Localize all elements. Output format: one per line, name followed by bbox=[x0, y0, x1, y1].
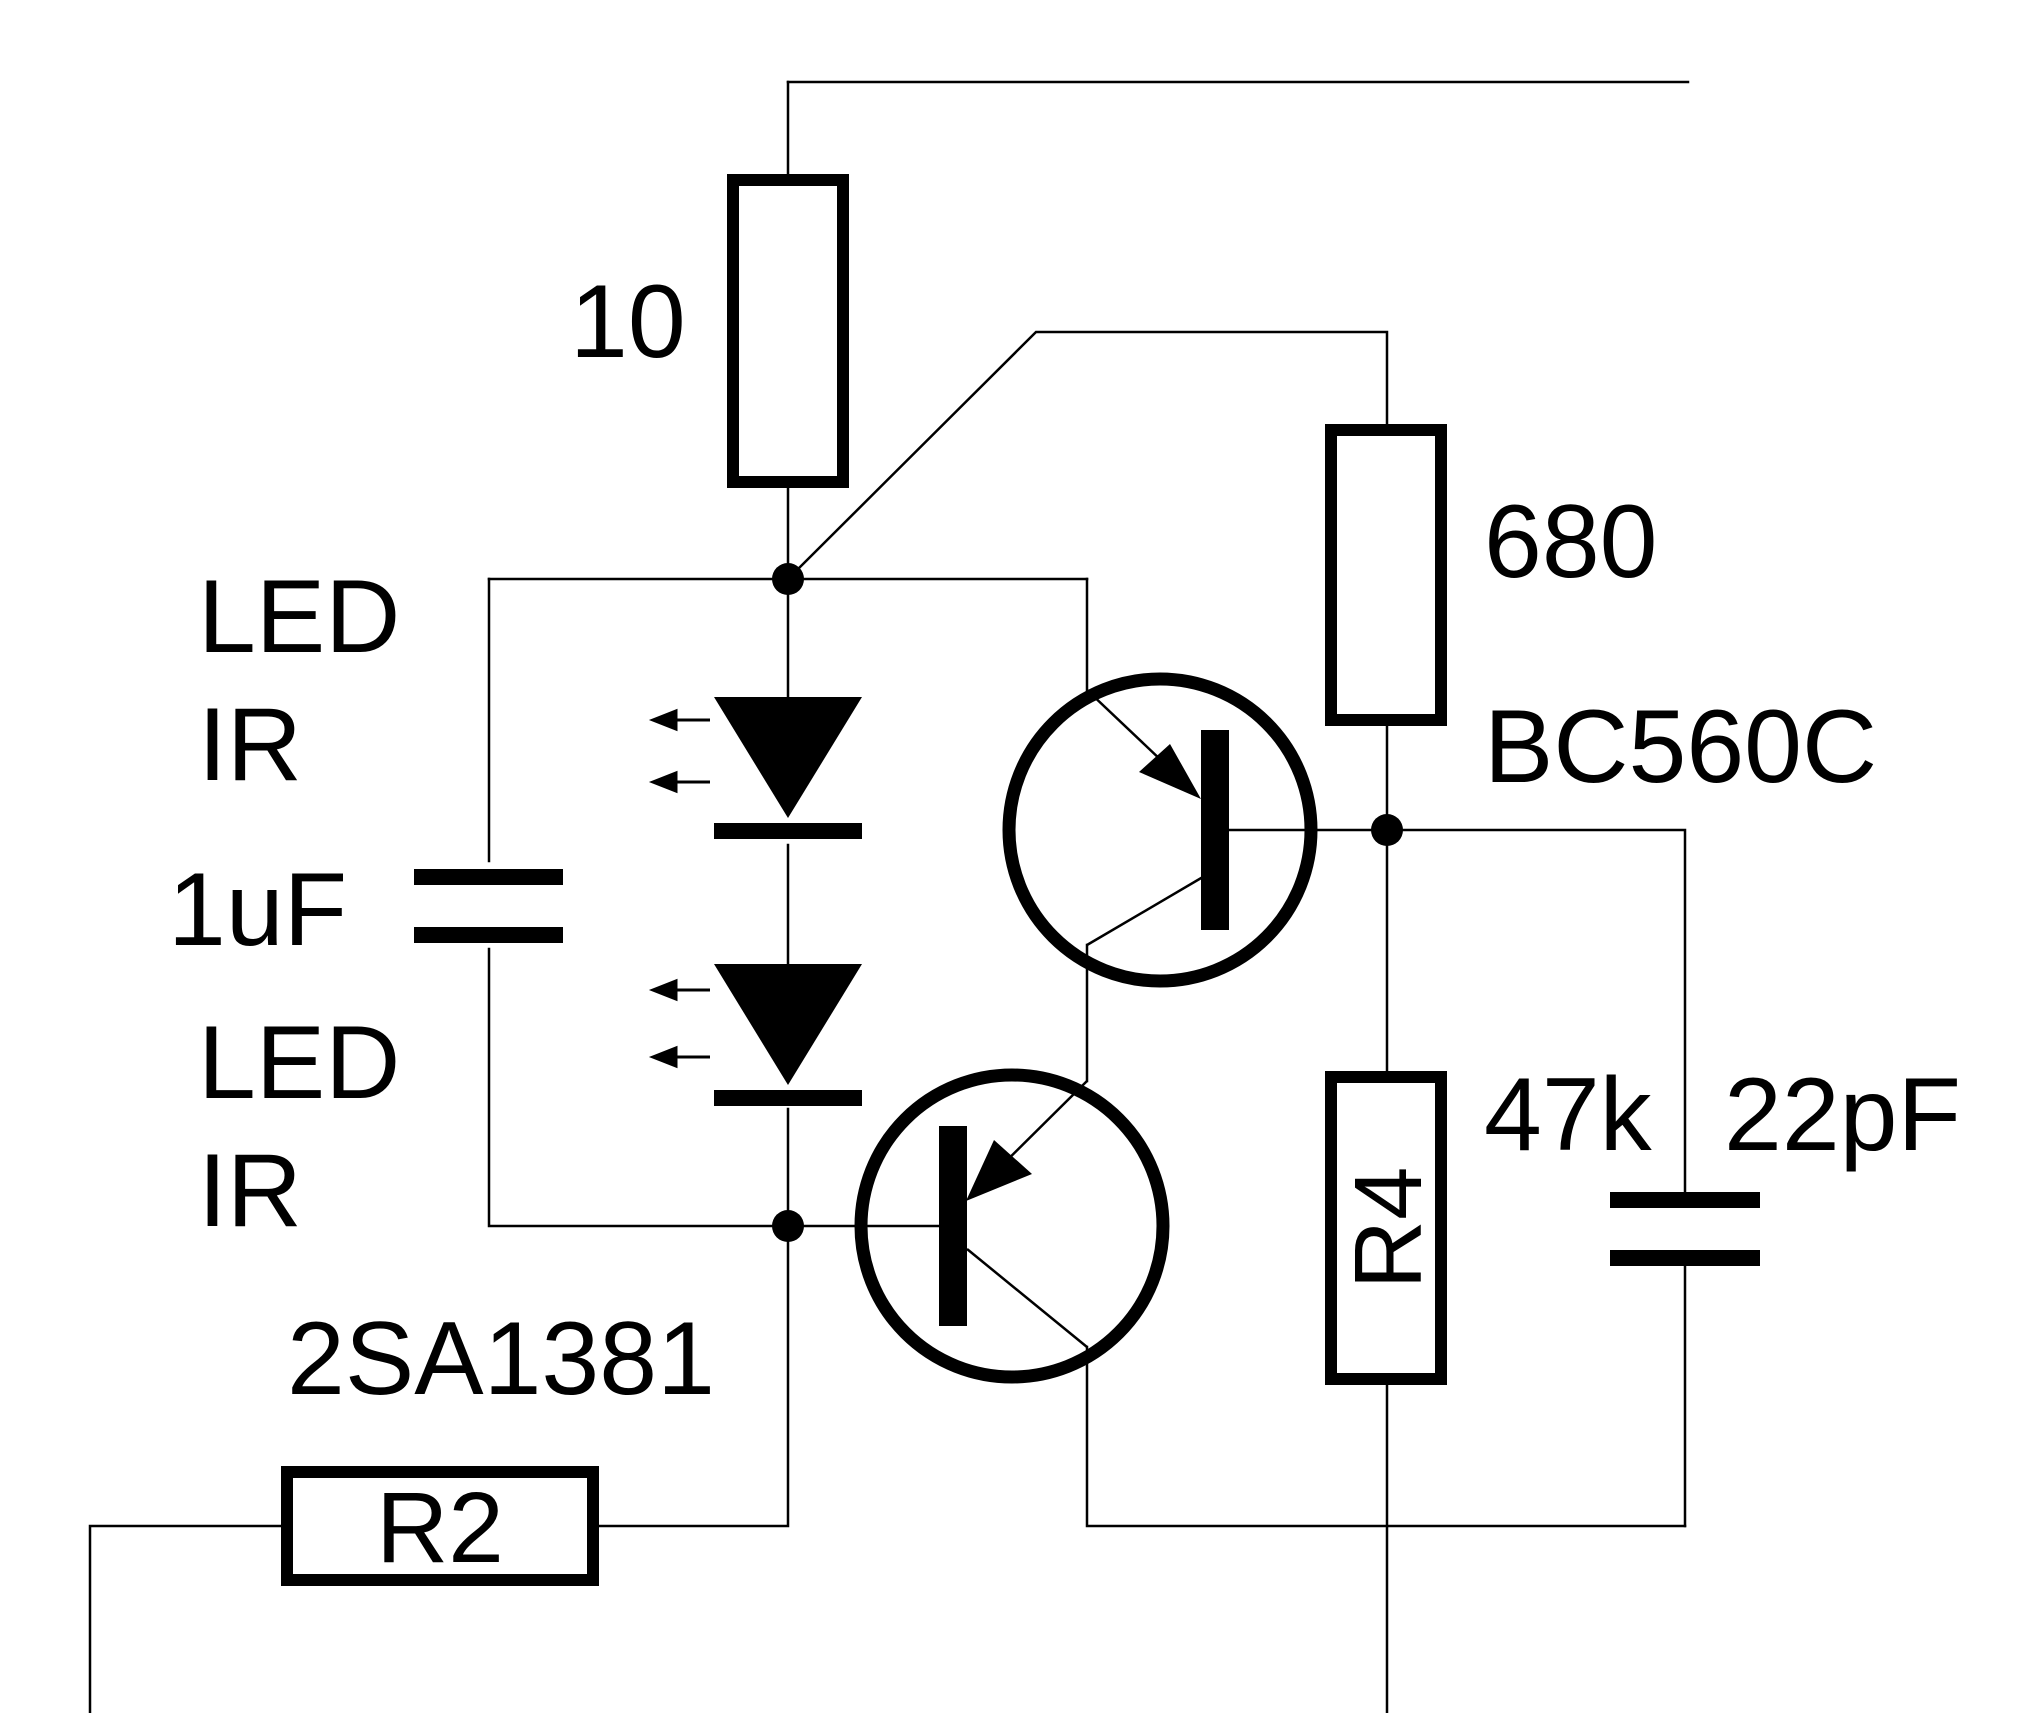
led-ir-2 bbox=[648, 964, 862, 1106]
label-r-top: 10 bbox=[570, 264, 686, 380]
resistor-680 bbox=[1325, 424, 1447, 726]
label-r-collector: 680 bbox=[1484, 484, 1658, 600]
resistor-r4 bbox=[1325, 1071, 1447, 1385]
wire-node-c-right bbox=[1385, 828, 1687, 1193]
emission-arrows-icon bbox=[648, 978, 710, 1069]
label-cap-left: 1uF bbox=[168, 852, 347, 968]
resistor-10 bbox=[727, 174, 849, 488]
label-led-2-line2: IR bbox=[198, 1133, 302, 1249]
transistor-2sa1381 bbox=[854, 1068, 1170, 1384]
junction-node-c bbox=[1371, 814, 1403, 846]
capacitor-1uf bbox=[414, 869, 563, 943]
wire-lower-collector bbox=[1085, 1345, 1687, 1528]
resistor-r2 bbox=[281, 1466, 599, 1586]
wire-diagonal bbox=[786, 330, 1389, 581]
label-led-1-line2: IR bbox=[198, 687, 302, 803]
label-r-bias-ref: R4 bbox=[1335, 1167, 1442, 1290]
emitter-arrow-icon bbox=[966, 1140, 1032, 1201]
label-transistor-upper: BC560C bbox=[1484, 689, 1877, 805]
label-r-bias-value: 47k bbox=[1484, 1057, 1653, 1173]
emitter-arrow-icon bbox=[1139, 744, 1201, 799]
label-led-2-line1: LED bbox=[198, 1005, 400, 1121]
wire-node-b-down bbox=[591, 1224, 790, 1528]
wire-cap-left-bot bbox=[487, 947, 790, 1228]
emission-arrows-icon bbox=[648, 708, 710, 794]
capacitor-22pf bbox=[1610, 1192, 1760, 1266]
led-ir-1 bbox=[648, 697, 862, 839]
label-transistor-lower: 2SA1381 bbox=[287, 1301, 715, 1417]
junction-node-a bbox=[772, 563, 804, 595]
junction-node-b bbox=[772, 1210, 804, 1242]
label-r-base-ref: R2 bbox=[376, 1472, 504, 1584]
label-led-1-line1: LED bbox=[198, 559, 400, 675]
transistor-bc560c bbox=[1002, 672, 1318, 988]
label-cap-right: 22pF bbox=[1724, 1057, 1961, 1173]
wire-r2-left bbox=[88, 1524, 289, 1713]
